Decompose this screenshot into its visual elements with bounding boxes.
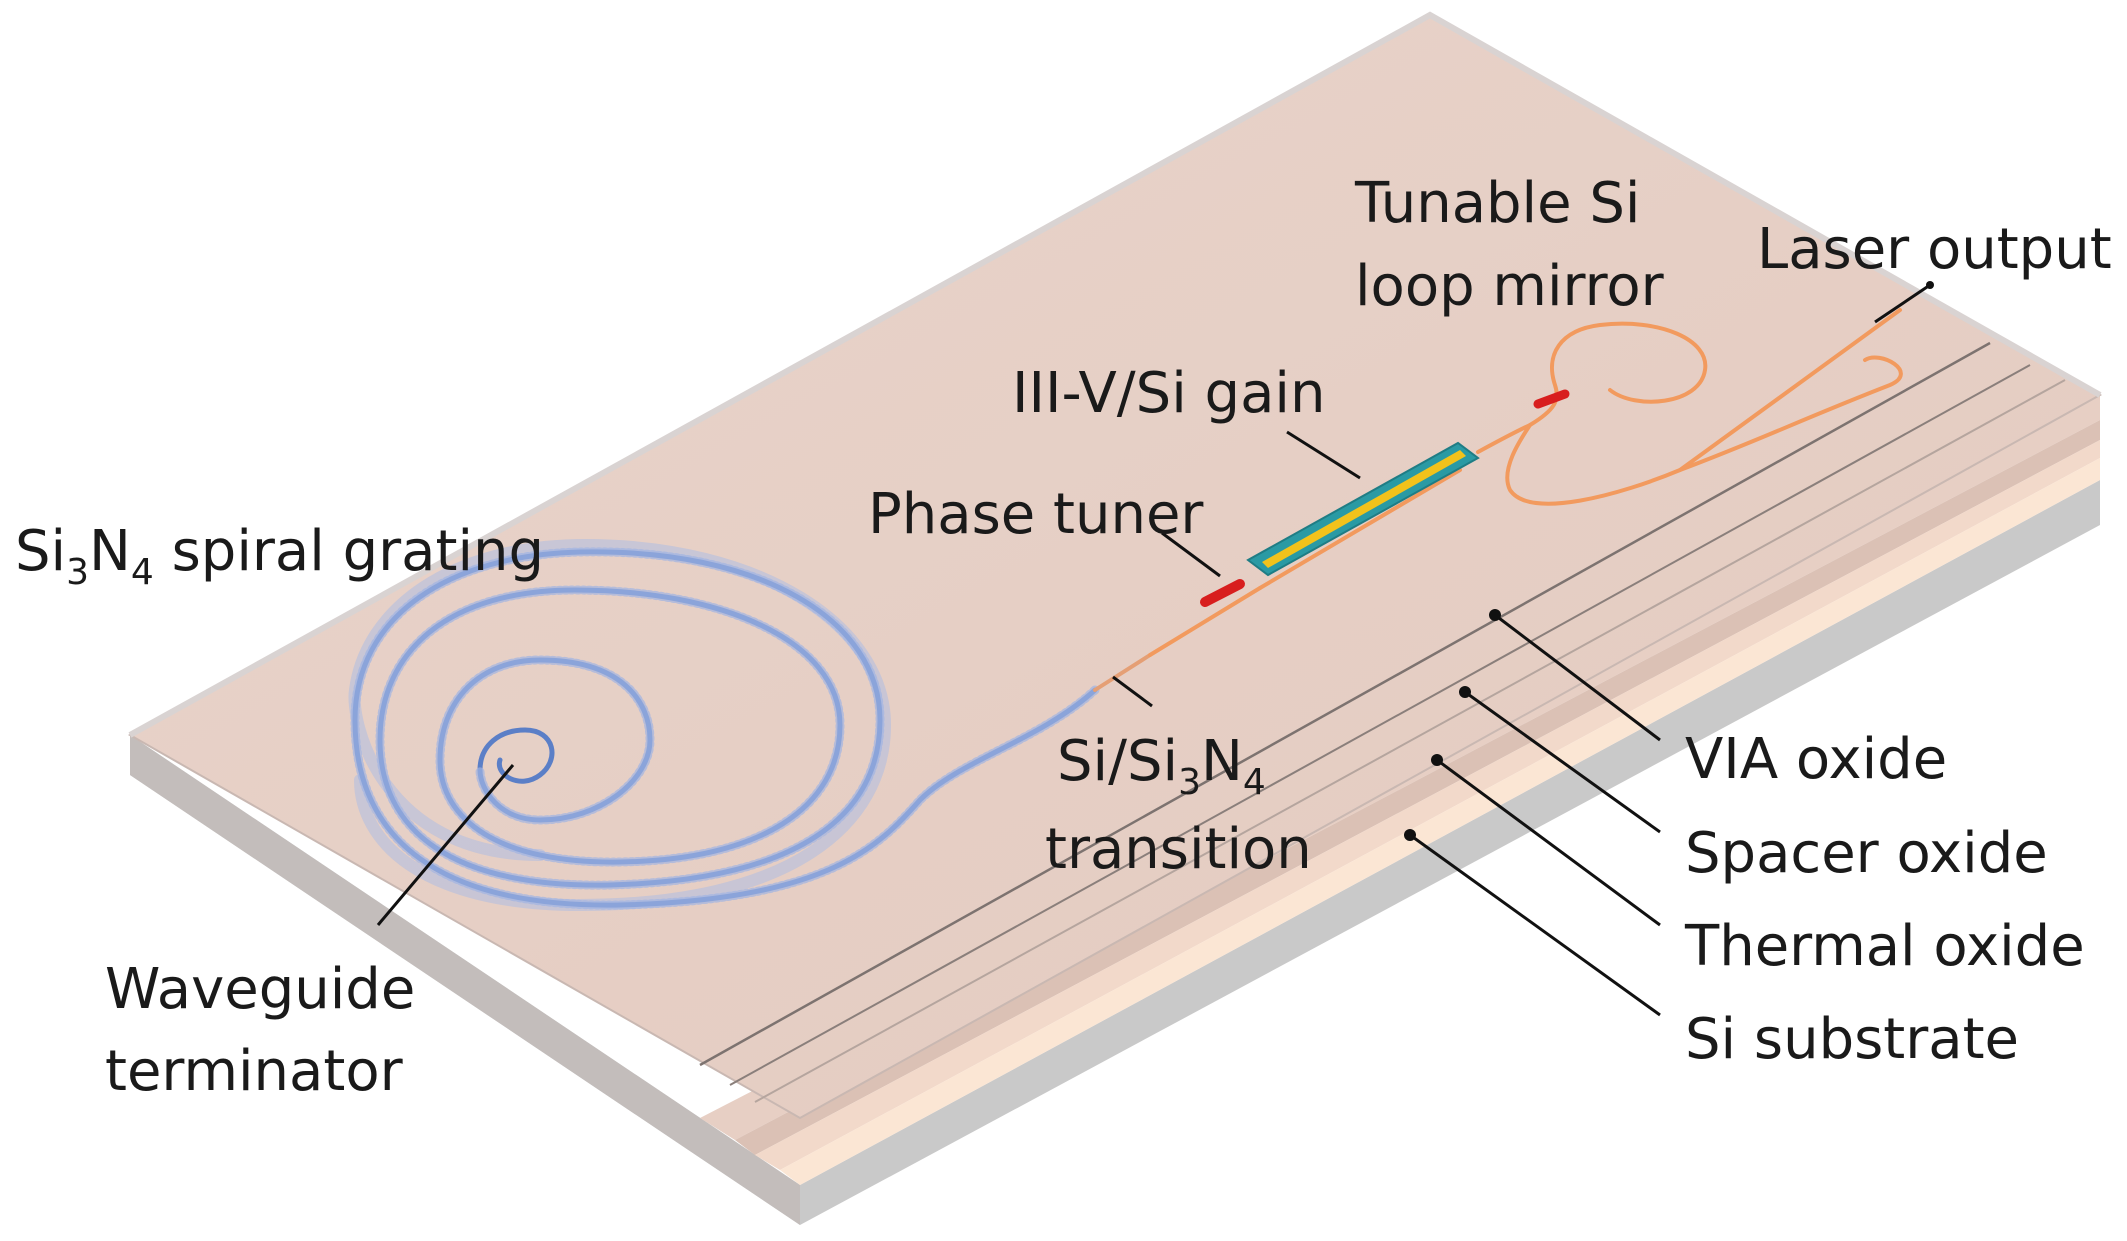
label-transition-line1: Si/Si3N4 [1057, 729, 1266, 803]
label-transition-line2: transition [1045, 817, 1312, 882]
si-waveguide-segment-2 [1258, 468, 1462, 590]
leader-thermal-oxide [1436, 758, 1661, 927]
top-edge-highlight [128, 11, 2102, 738]
label-loop-mirror-line2: loop mirror [1355, 254, 1665, 319]
label-gain: III-V/Si gain [1012, 361, 1325, 426]
labels: Si3N4 spiral grating Waveguide terminato… [15, 171, 2112, 1104]
leader-laser-output [1874, 283, 1931, 324]
spiral-grating [348, 538, 1100, 912]
loop-mirror-ring [1505, 321, 1903, 506]
leader-gain [1286, 430, 1361, 480]
spiral-grating-texture [350, 547, 1100, 910]
transition-taper [1093, 653, 1152, 692]
leader-lines [376, 283, 1931, 1017]
leader-via-oxide [1494, 613, 1661, 742]
layer-thermal-oxide [755, 440, 2100, 1170]
gain-section-inner [1262, 450, 1466, 568]
label-laser-output: Laser output [1757, 217, 2112, 282]
label-thermal-oxide: Thermal oxide [1684, 914, 2085, 979]
layer-spacer-oxide [735, 420, 2100, 1155]
label-phase-tuner: Phase tuner [868, 482, 1204, 547]
leader-spacer-oxide [1464, 690, 1661, 834]
leader-si-substrate [1409, 833, 1661, 1017]
si-circuit [1093, 308, 1903, 692]
leader-transition [1112, 675, 1153, 708]
leader-terminator [376, 764, 515, 926]
output-waveguide [1678, 308, 1902, 472]
leader-phase-tuner [1161, 531, 1221, 578]
layer-line-2 [729, 364, 2031, 1086]
leader-dots [1404, 281, 1934, 841]
label-waveguide-terminator-line2: terminator [105, 1039, 404, 1104]
layer-line-1 [699, 341, 1991, 1067]
label-waveguide-terminator-line1: Waveguide [105, 957, 415, 1022]
chip-body [127, 11, 2103, 1225]
layer-line-3 [754, 379, 2066, 1103]
dot-via-oxide [1489, 609, 1501, 621]
label-via-oxide: VIA oxide [1685, 727, 1947, 792]
label-loop-mirror-line1: Tunable Si [1354, 171, 1640, 236]
dot-thermal-oxide [1431, 754, 1443, 766]
layer-si-substrate [780, 458, 2100, 1185]
left-side-face [130, 735, 800, 1225]
dot-si-substrate [1404, 829, 1416, 841]
label-spiral-grating: Si3N4 spiral grating [15, 519, 544, 593]
dot-spacer-oxide [1459, 686, 1471, 698]
loop-mirror-bus [1476, 423, 1532, 454]
dot-laser-output [1926, 281, 1934, 289]
si-waveguide-segment-1 [1148, 586, 1262, 657]
phase-tuner-heater [1200, 579, 1245, 607]
label-spacer-oxide: Spacer oxide [1685, 821, 2048, 886]
loop-mirror-heater [1533, 389, 1570, 409]
label-si-substrate: Si substrate [1685, 1007, 2019, 1072]
